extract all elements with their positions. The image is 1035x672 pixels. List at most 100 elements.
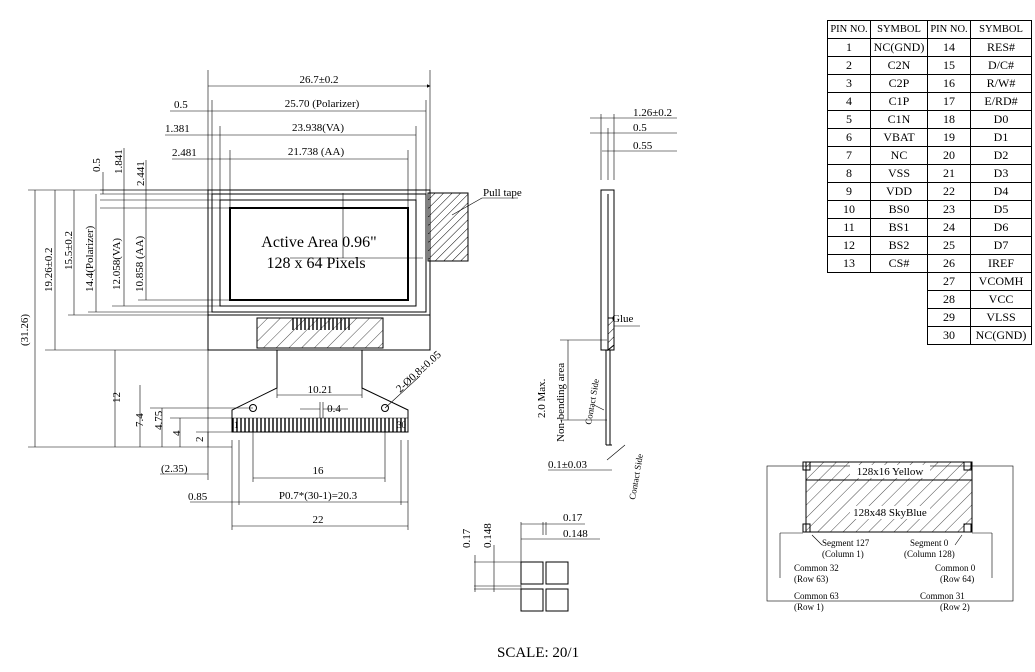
dim-v-4: 4: [171, 430, 183, 436]
side-view: 1.26±0.2 0.5 0.55 Glue 2.0 Max. Non-bend…: [536, 107, 677, 500]
dim-side-01: 0.1±0.03: [548, 459, 588, 471]
dim-width-aa: 21.738 (AA): [288, 146, 345, 158]
dim-width-va: 23.938(VA): [292, 122, 344, 134]
col128-label: (Column 128): [904, 549, 955, 559]
pin-number-cell: 1: [827, 38, 871, 57]
yellow-zone-label: 128x16 Yellow: [857, 466, 924, 478]
pin-symbol-cell: E/RD#: [970, 92, 1032, 111]
pin-number-cell: [828, 327, 871, 345]
dim-h-10858: 10.858 (AA): [134, 235, 146, 292]
pin-symbol-cell: IREF: [970, 254, 1032, 273]
glass-outline: [207, 189, 431, 351]
dim-w-16: 16: [313, 465, 325, 477]
pin-symbol-cell: [871, 309, 928, 327]
pin-number-cell: 4: [827, 92, 871, 111]
pin-table-header: SYMBOL: [870, 20, 928, 39]
pin-symbol-cell: D6: [970, 218, 1032, 237]
com32-label: Common 32: [794, 563, 839, 573]
pin-table-header: PIN NO.: [827, 20, 871, 39]
pin-number-cell: 12: [827, 236, 871, 255]
dim-h-12058: 12.058(VA): [111, 238, 123, 290]
pin-number-cell: 5: [827, 110, 871, 129]
pixel: [520, 588, 544, 612]
pin-number-cell: 23: [927, 200, 971, 219]
contact-side-label-2: Contact Side: [627, 453, 645, 500]
dim-offset-05: 0.5: [174, 99, 188, 111]
pin-number-cell: 22: [927, 182, 971, 201]
pin-symbol-cell: BS1: [870, 218, 928, 237]
com63-label: Common 63: [794, 591, 839, 601]
pin-number-cell: 29: [927, 308, 971, 327]
pin-symbol-cell: BS2: [870, 236, 928, 255]
pin-number-cell: 24: [927, 218, 971, 237]
dim-v-2: 2: [194, 437, 206, 443]
pin-symbol-cell: VLSS: [970, 308, 1032, 327]
pin-number-cell: 13: [827, 254, 871, 273]
dim-offset-2481: 2.481: [172, 147, 197, 159]
dim-side-055: 0.55: [633, 140, 653, 152]
front-view: Active Area 0.96" 128 x 64 Pixels Pull t…: [19, 70, 522, 530]
glue: [607, 317, 615, 352]
pin-number-cell: [828, 309, 871, 327]
pin-number-cell: 25: [927, 236, 971, 255]
contact-side-label: Contact Side: [583, 378, 601, 425]
pin-symbol-cell: D2: [970, 146, 1032, 165]
row2-label: (Row 2): [940, 602, 970, 612]
pin-symbol-cell: NC(GND): [870, 38, 928, 57]
pin-number-cell: [828, 291, 871, 309]
pin-symbol-cell: VCC: [970, 290, 1032, 309]
pin-symbol-cell: NC(GND): [970, 326, 1032, 345]
dim-width-total: 26.7±0.2: [299, 74, 338, 86]
pin-number-cell: 18: [927, 110, 971, 129]
pin-symbol-cell: CS#: [870, 254, 928, 273]
pin-1-label: 1: [234, 420, 239, 430]
color-zone-map: 128x16 Yellow 128x48 SkyBlue Segment 127…: [766, 461, 1014, 612]
dim-h-144: 14.4(Polarizer): [84, 225, 96, 292]
fpc-side: [605, 350, 611, 445]
pin-symbol-cell: RES#: [970, 38, 1032, 57]
com0-label: Common 0: [935, 563, 976, 573]
pin-number-cell: 21: [927, 164, 971, 183]
skyblue-zone-label: 128x48 SkyBlue: [853, 507, 927, 519]
pin-symbol-cell: D5: [970, 200, 1032, 219]
pin-number-cell: 27: [927, 272, 971, 291]
dim-v-74: 7.4: [134, 413, 146, 427]
dim-hole: 2-Ø0.8±0.05: [394, 348, 444, 395]
dim-v-05: 0.5: [91, 158, 103, 172]
pin-symbol-cell: VSS: [870, 164, 928, 183]
dim-w-235: (2.35): [161, 463, 188, 475]
pin-symbol-cell: C2N: [870, 56, 928, 75]
pin-number-cell: [828, 273, 871, 291]
viewing-area: [219, 199, 417, 307]
active-area-label-2: 128 x 64 Pixels: [266, 255, 365, 272]
dim-w-085: 0.85: [188, 491, 208, 503]
pin-symbol-cell: [871, 327, 928, 345]
dim-v-1841: 1.841: [113, 149, 125, 174]
col1-label: (Column 1): [822, 549, 864, 559]
pin-number-cell: 17: [927, 92, 971, 111]
dim-w-22: 22: [313, 514, 324, 526]
seg0-label: Segment 0: [910, 538, 949, 548]
row64-label: (Row 64): [940, 574, 974, 584]
pin-number-cell: 3: [827, 74, 871, 93]
pin-symbol-cell: D7: [970, 236, 1032, 255]
active-area-label-1: Active Area 0.96": [261, 234, 376, 251]
non-bending-label-2: Non-bending area: [555, 363, 567, 442]
pin-table-header: PIN NO.: [927, 20, 971, 39]
dim-pitch: P0.7*(30-1)=20.3: [279, 490, 358, 502]
dim-h-1926: 19.26±0.2: [43, 247, 55, 292]
pin-symbol-cell: D4: [970, 182, 1032, 201]
pixel: [545, 561, 569, 585]
